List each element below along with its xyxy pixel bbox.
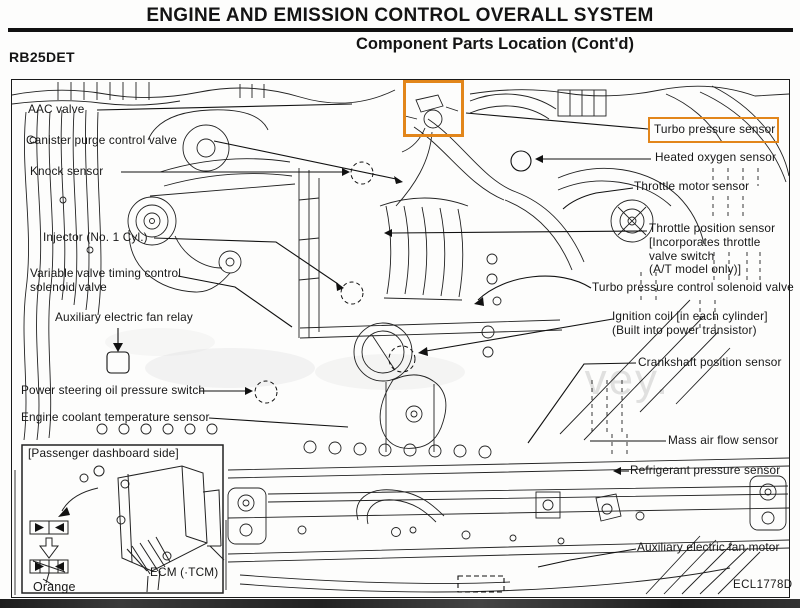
figure-code: ECL1778D [733, 579, 793, 591]
highlight-box-turbo-pressure-sensor-location [403, 80, 464, 137]
label-throttle-position-sensor: Throttle position sensor[Incorporates th… [649, 221, 776, 277]
diagram-border [11, 79, 790, 598]
label-power-steering-oil-pressure-switch: Power steering oil pressure switch [21, 383, 206, 397]
watermark-blobs [105, 328, 465, 390]
label-ignition-coil: Ignition coil [in each cylinder](Built i… [612, 309, 768, 337]
inset-ecm-art [21, 444, 225, 594]
bottom-scan-band [0, 599, 800, 608]
label-mass-air-flow-sensor: Mass air flow sensor [668, 433, 779, 447]
label-aac-valve: AAC valve [28, 102, 85, 116]
highlight-box-turbo-pressure-sensor-label: Turbo pressure sensor [648, 117, 779, 143]
wire-color-label: Orange [33, 580, 76, 594]
label-refrigerant-pressure-sensor: Refrigerant pressure sensor [630, 463, 781, 477]
label-turbo-pressure-sensor: Turbo pressure sensor [654, 122, 776, 137]
leader-lines [96, 103, 666, 593]
label-engine-coolant-temperature-sensor: Engine coolant temperature sensor [21, 410, 210, 424]
title-rule [8, 28, 793, 32]
label-throttle-motor-sensor: Throttle motor sensor [634, 179, 750, 193]
engine-art [11, 82, 790, 595]
leader-arrowheads [113, 155, 621, 475]
page-title: ENGINE AND EMISSION CONTROL OVERALL SYST… [146, 5, 654, 26]
inset-title: [Passenger dashboard side] [28, 446, 179, 460]
page-subtitle: Component Parts Location (Cont'd) [356, 35, 634, 53]
ecm-label: ECM (·TCM) [150, 565, 219, 579]
label-auxiliary-electric-fan-relay: Auxiliary electric fan relay [55, 310, 193, 324]
engine-code: RB25DET [9, 49, 75, 65]
inset-connector-glyphs [35, 507, 70, 571]
label-auxiliary-electric-fan-motor: Auxiliary electric fan motor [637, 540, 780, 554]
label-knock-sensor: Knock sensor [30, 164, 104, 178]
label-turbo-pressure-control-solenoid-valve: Turbo pressure control solenoid valve [592, 280, 794, 294]
label-heated-oxygen-sensor: Heated oxygen sensor [655, 150, 777, 164]
label-canister-purge-control-valve: Canister purge control valve [26, 133, 178, 147]
label-crankshaft-position-sensor: Crankshaft position sensor [638, 355, 782, 369]
label-injector-no1-cyl: Injector (No. 1 Cyl.) [43, 230, 148, 244]
